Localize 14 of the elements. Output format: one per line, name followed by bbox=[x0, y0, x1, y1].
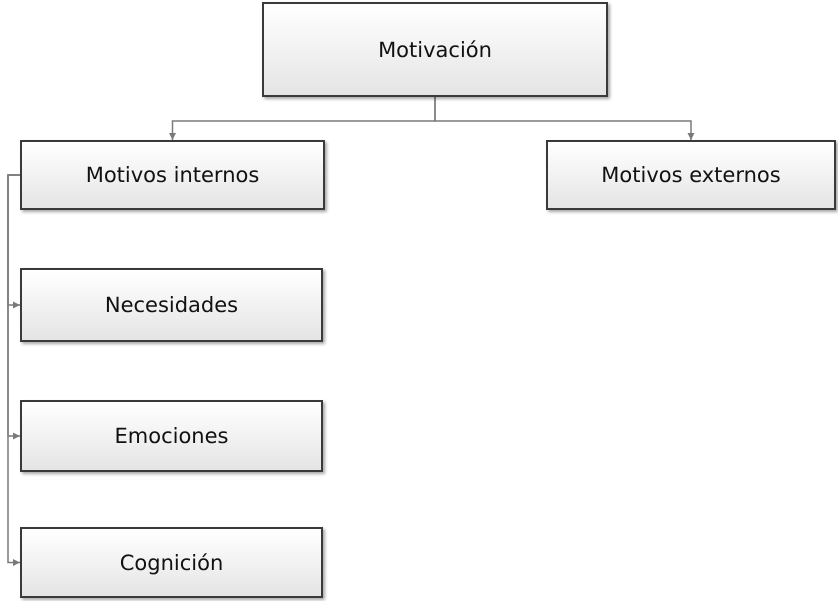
text-box bbox=[20, 140, 325, 210]
connector-arrow bbox=[434, 97, 694, 140]
box-label: Emociones bbox=[114, 424, 228, 448]
box-label: Motivos externos bbox=[601, 163, 781, 187]
text-box bbox=[546, 140, 836, 210]
box-label: Necesidades bbox=[104, 293, 238, 317]
connector-arrow bbox=[7, 174, 20, 566]
box-label: Motivos internos bbox=[86, 163, 260, 187]
box-label: Motivación bbox=[378, 38, 492, 62]
text-box bbox=[262, 2, 608, 97]
text-box bbox=[20, 268, 323, 342]
text-box bbox=[20, 527, 323, 598]
text-box bbox=[20, 400, 323, 472]
box-label: Cognición bbox=[120, 550, 224, 574]
